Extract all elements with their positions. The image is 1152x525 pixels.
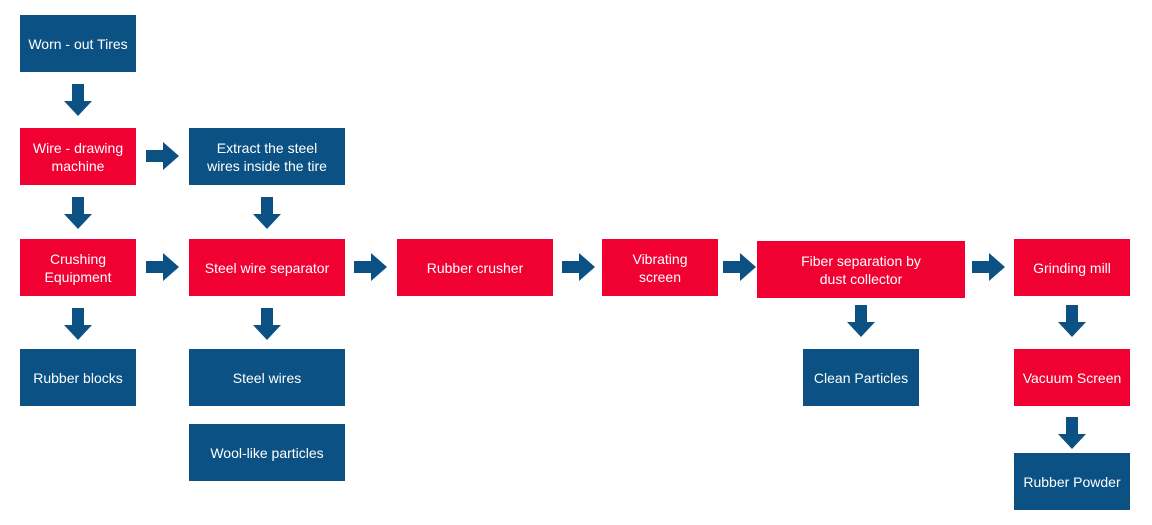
arrow-wire-drawing-to-crushing <box>64 197 92 229</box>
node-rubber-powder: Rubber Powder <box>1014 453 1130 510</box>
node-steel-wires: Steel wires <box>189 349 345 406</box>
arrow-separator-to-steel-wires <box>253 308 281 340</box>
node-label: Worn - out Tires <box>28 35 128 52</box>
arrow-fiber-to-clean-particles <box>847 305 875 337</box>
arrow-vibrating-to-fiber <box>723 253 756 281</box>
arrow-crushing-to-separator <box>146 253 179 281</box>
arrow-fiber-to-grinding <box>972 253 1005 281</box>
node-rubber-crusher: Rubber crusher <box>397 239 553 296</box>
arrow-separator-to-rubber-crusher <box>354 253 387 281</box>
node-clean-particles: Clean Particles <box>803 349 919 406</box>
node-worn-out-tires: Worn - out Tires <box>20 15 136 72</box>
node-label: Clean Particles <box>813 369 909 386</box>
node-label: Steel wire separator <box>204 259 330 276</box>
node-label: Wire - drawing machine <box>32 139 124 174</box>
node-label: Rubber crusher <box>426 259 524 276</box>
node-label: Vacuum Screen <box>1022 369 1122 386</box>
node-vacuum-screen: Vacuum Screen <box>1014 349 1130 406</box>
node-label: Grinding mill <box>1033 259 1111 276</box>
node-vibrating-screen: Vibrating screen <box>602 239 718 296</box>
node-label: Crushing Equipment <box>44 250 112 285</box>
node-wool-like-particles: Wool-like particles <box>189 424 345 481</box>
node-grinding-mill: Grinding mill <box>1014 239 1130 296</box>
arrow-wire-drawing-to-extract <box>146 142 179 170</box>
node-label: Vibrating screen <box>632 250 688 285</box>
node-label: Wool-like particles <box>210 444 324 461</box>
node-fiber-separation: Fiber separation by dust collector <box>757 241 965 298</box>
arrow-grinding-to-vacuum <box>1058 305 1086 337</box>
node-label: Extract the steel wires inside the tire <box>207 139 327 174</box>
node-label: Steel wires <box>232 369 302 386</box>
node-label: Rubber Powder <box>1023 473 1121 490</box>
arrow-crushing-to-rubber-blocks <box>64 308 92 340</box>
arrow-rubber-crusher-to-vibrating <box>562 253 595 281</box>
node-extract-steel-wires: Extract the steel wires inside the tire <box>189 128 345 185</box>
node-label: Fiber separation by dust collector <box>801 252 921 287</box>
node-steel-wire-separator: Steel wire separator <box>189 239 345 296</box>
arrow-vacuum-to-rubber-powder <box>1058 417 1086 449</box>
node-label: Rubber blocks <box>33 369 123 386</box>
node-wire-drawing-machine: Wire - drawing machine <box>20 128 136 185</box>
arrow-extract-to-separator <box>253 197 281 229</box>
node-crushing-equipment: Crushing Equipment <box>20 239 136 296</box>
node-rubber-blocks: Rubber blocks <box>20 349 136 406</box>
arrow-tires-to-wire-drawing <box>64 84 92 116</box>
